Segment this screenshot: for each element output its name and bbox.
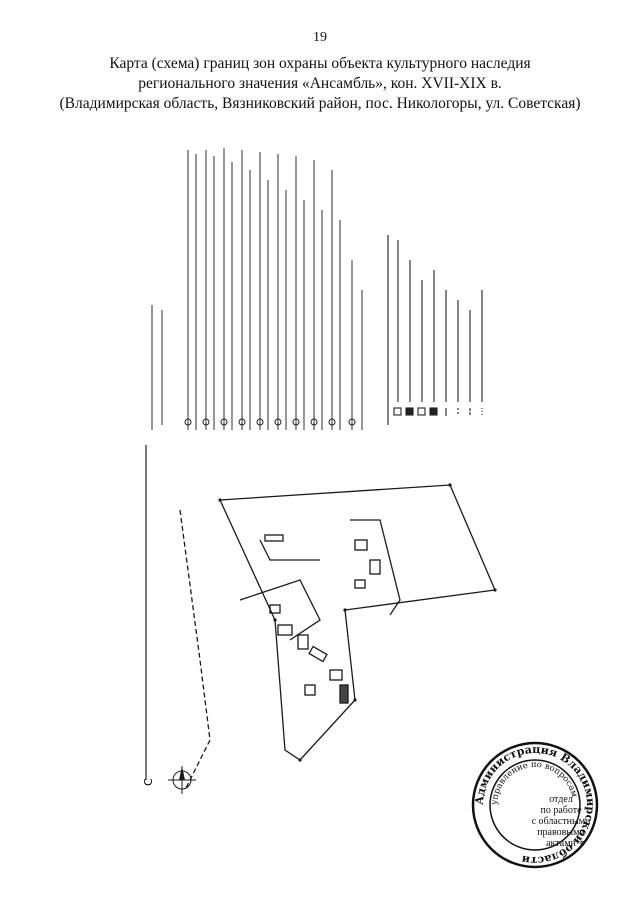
building [369, 559, 381, 575]
boundary-point [353, 698, 357, 702]
legend-marker [328, 418, 336, 426]
compass-north-arrow [179, 766, 185, 780]
seal-center-line: отдел [549, 794, 573, 805]
page-title: Карта (схема) границ зон охраны объекта … [0, 54, 640, 114]
legend-block [151, 148, 363, 430]
building [354, 539, 368, 551]
inner-boundary [259, 539, 320, 561]
building [329, 669, 343, 681]
boundary-point [273, 618, 277, 622]
legend-marker [348, 418, 356, 426]
boundary-point [493, 588, 497, 592]
boundary-point [448, 483, 452, 487]
legend-marker [292, 418, 300, 426]
building [354, 579, 366, 589]
building [277, 624, 293, 636]
legend-markers [184, 418, 356, 426]
monument-building [339, 684, 349, 704]
page-number: 19 [313, 30, 327, 45]
legend-swatch [393, 407, 402, 416]
inner-boundary [239, 579, 321, 641]
seal-center-text: отдел по работе с областными правовыми а… [525, 794, 597, 849]
title-line-2: регионального значения «Ансамбль», кон. … [138, 75, 502, 92]
inner-boundary [350, 519, 401, 616]
building [308, 645, 328, 663]
title-line-3: (Владимирская область, Вязниковский райо… [59, 95, 581, 112]
legend-marker [310, 418, 318, 426]
official-seal: Администрация Владимирской области управ… [471, 741, 599, 869]
legend-marker [220, 418, 228, 426]
regulation-zone-line [179, 509, 211, 791]
building [264, 534, 284, 542]
seal-center-line: актами [546, 838, 576, 849]
legend-marker [256, 418, 264, 426]
legend-marker [184, 418, 192, 426]
compass-letter: С [142, 778, 155, 786]
seal-center-line: с областными [531, 816, 591, 827]
title-line-1: Карта (схема) границ зон охраны объекта … [109, 55, 531, 72]
seal-center-line: по работе [540, 805, 582, 816]
boundary-point [218, 498, 222, 502]
protection-zone-boundary [219, 484, 496, 761]
building [297, 634, 309, 650]
legend-swatch [429, 407, 438, 416]
seal-center-line: правовыми [537, 827, 585, 838]
legend-marker [202, 418, 210, 426]
legend-swatch [405, 407, 414, 416]
site-plan [179, 484, 496, 791]
seal-inner-ring [489, 759, 581, 851]
legend-marker [274, 418, 282, 426]
map-area: С [140, 140, 540, 880]
building [269, 604, 281, 614]
legend-marker [238, 418, 246, 426]
legend-swatch [417, 407, 426, 416]
map-schematic: С [142, 148, 497, 794]
boundary-point [298, 758, 302, 762]
symbol-legend [387, 235, 483, 425]
boundary-point [343, 608, 347, 612]
boundary-points [218, 483, 497, 762]
compass-rose [168, 766, 196, 794]
seal-outer-ring [471, 741, 599, 869]
building [304, 684, 316, 696]
